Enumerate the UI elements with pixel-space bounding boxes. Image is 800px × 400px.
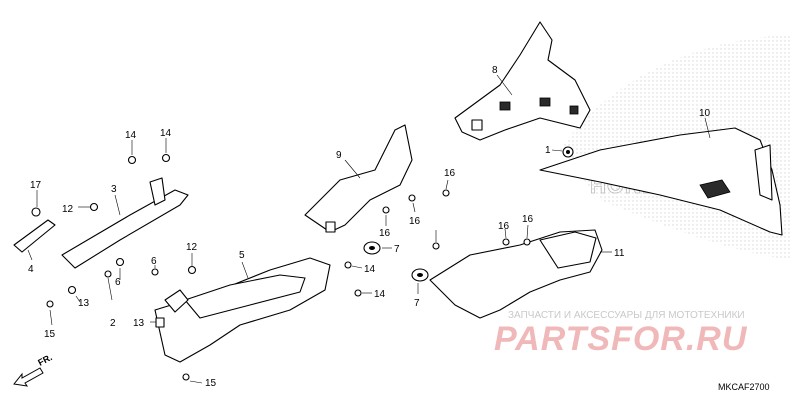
callout-16-b: 16	[409, 216, 421, 227]
grommet-7-upper	[363, 241, 392, 255]
callout-16-a: 16	[379, 228, 391, 239]
callout-8: 8	[492, 65, 498, 76]
part-4-plate	[13, 219, 56, 261]
watermark: ЗАПЧАСТИ И АКСЕССУАРЫ ДЛЯ МОТОТЕХНИКИ PA…	[494, 310, 748, 358]
fasteners	[31, 153, 531, 381]
callout-9: 9	[336, 150, 342, 161]
callout-15-left: 15	[44, 329, 56, 340]
part-10-side-cover	[539, 117, 783, 236]
callout-7-upper: 7	[394, 244, 400, 255]
callout-14-d: 14	[374, 289, 386, 300]
part-11-lower-cover	[429, 229, 612, 319]
callouts: 1 2 3 4 5 6 6 7 7 8 9 10 11 12 12 13 13 …	[28, 65, 711, 389]
callout-12-mid: 12	[186, 242, 198, 253]
callout-5: 5	[239, 250, 245, 261]
watermark-brand: PARTSFOR.RU	[494, 320, 748, 358]
front-direction-indicator: FR.	[13, 352, 54, 387]
callout-14-b: 14	[160, 128, 172, 139]
callout-3: 3	[111, 184, 117, 195]
callout-6-left: 6	[115, 277, 121, 288]
callout-6-mid: 6	[151, 256, 157, 267]
callout-4: 4	[28, 264, 34, 275]
callout-14-a: 14	[125, 130, 137, 141]
callout-11: 11	[614, 248, 625, 259]
callout-12-left: 12	[62, 204, 74, 215]
grommet-7-lower	[411, 268, 429, 294]
callout-13-lower: 13	[133, 318, 145, 329]
leader-lines	[36, 138, 529, 384]
callout-10: 10	[699, 108, 711, 119]
diagram-code: MKCAF2700	[718, 382, 770, 392]
callout-14-c: 14	[364, 264, 376, 275]
callout-13-left: 13	[78, 298, 90, 309]
part-9-bracket	[304, 124, 413, 233]
part-8-upper-cover	[454, 21, 591, 141]
part-5-lower-cover	[154, 257, 331, 363]
callout-2: 2	[110, 318, 116, 329]
arrow-icon	[13, 367, 44, 387]
callout-16-e: 16	[522, 214, 534, 225]
callout-16-d: 16	[498, 221, 510, 232]
callout-7-lower: 7	[414, 298, 420, 309]
watermark-tagline: ЗАПЧАСТИ И АКСЕССУАРЫ ДЛЯ МОТОТЕХНИКИ	[508, 310, 745, 321]
part-1-grommet	[551, 146, 574, 158]
callout-1: 1	[545, 145, 551, 156]
callout-17: 17	[30, 180, 42, 191]
direction-label: FR.	[36, 352, 53, 368]
callout-15-lower: 15	[205, 378, 217, 389]
callout-16-c: 16	[444, 168, 456, 179]
part-3-rail	[61, 177, 189, 269]
